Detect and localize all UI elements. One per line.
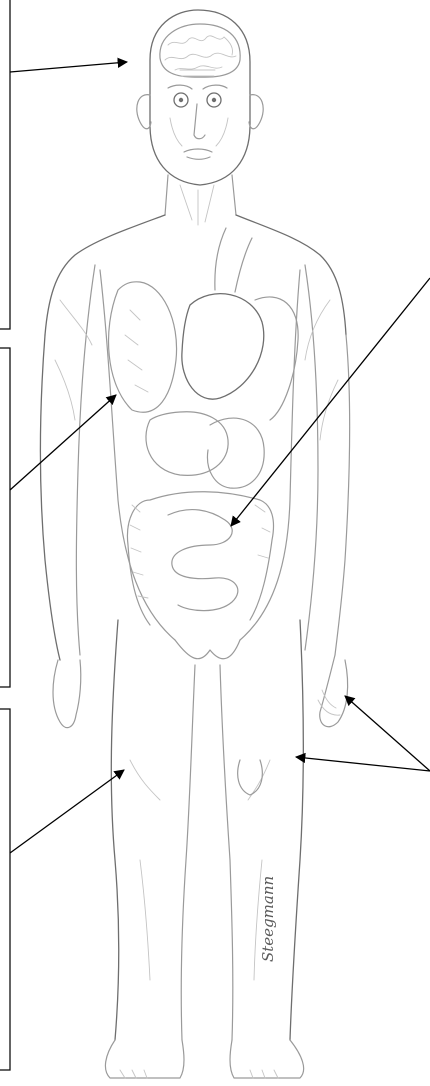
arrow-to-knee bbox=[296, 757, 430, 771]
label-box-bottom bbox=[0, 709, 10, 1070]
small-intestine bbox=[168, 510, 238, 611]
feet bbox=[105, 1040, 303, 1078]
arrow-to-brain bbox=[10, 62, 127, 72]
legs bbox=[111, 620, 303, 1040]
arrow-to-intestines bbox=[231, 278, 430, 526]
neck-tendons bbox=[180, 185, 214, 225]
stomach bbox=[207, 418, 264, 488]
neck bbox=[165, 175, 236, 215]
label-box-top bbox=[0, 0, 10, 329]
lung-texture bbox=[125, 310, 148, 392]
arms bbox=[40, 265, 349, 660]
arrow-to-hand bbox=[345, 696, 430, 771]
intestine-texture bbox=[130, 505, 270, 598]
torso bbox=[45, 215, 346, 659]
lung bbox=[109, 282, 177, 412]
great-vessels bbox=[215, 228, 252, 292]
artist-signature: Steegmann bbox=[259, 876, 277, 962]
face bbox=[168, 70, 228, 159]
heart bbox=[182, 294, 264, 400]
label-box-middle bbox=[0, 348, 10, 687]
arrow-to-leg bbox=[10, 770, 124, 853]
brain bbox=[160, 24, 240, 77]
large-intestine bbox=[127, 492, 273, 625]
arrow-to-lung bbox=[10, 395, 116, 490]
left-lung-outline bbox=[255, 297, 298, 420]
